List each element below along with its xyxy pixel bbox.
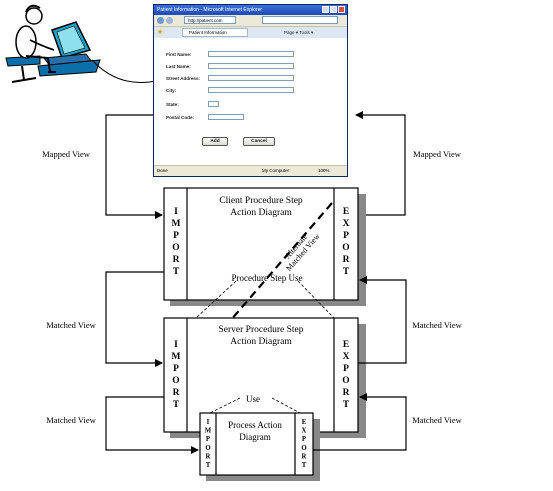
close-icon[interactable] bbox=[338, 6, 345, 13]
form-row-street-address: Street Address: bbox=[166, 74, 294, 82]
url-input[interactable]: http://patient.com bbox=[184, 16, 236, 24]
matched-view-2-left-label: Matched View bbox=[46, 415, 96, 425]
process-action-diagram-box bbox=[199, 412, 320, 481]
mapped-view-left-connector bbox=[105, 114, 163, 219]
address-bar: http://patient.com bbox=[154, 15, 347, 27]
mapped-view-left-label: Mapped View bbox=[42, 149, 91, 159]
mapped-view-right-label: Mapped View bbox=[413, 149, 462, 159]
status-text: Done bbox=[157, 168, 168, 173]
back-icon[interactable] bbox=[157, 17, 164, 24]
use-label: Use bbox=[246, 394, 260, 404]
last-name-field[interactable] bbox=[208, 63, 294, 69]
mapped-view-right-connector bbox=[355, 111, 406, 216]
street-address-label: Street Address: bbox=[166, 75, 201, 81]
process-title-line-2: Diagram bbox=[239, 432, 271, 442]
procedure-step-use-line-right bbox=[297, 280, 335, 319]
form-row-state: State: bbox=[166, 100, 219, 108]
security-zone: My Computer bbox=[262, 168, 290, 173]
matched-view-1-right-connector bbox=[358, 276, 407, 364]
state-label: State: bbox=[166, 101, 179, 107]
browser-title: Patient Information - Microsoft Internet… bbox=[157, 7, 263, 13]
use-line-left bbox=[209, 397, 241, 414]
form-row-city: City: bbox=[166, 86, 294, 94]
form-row-last-name: Last Name: bbox=[166, 62, 294, 70]
forward-icon[interactable] bbox=[166, 17, 173, 24]
patient-form: First Name: Last Name: Street Address: C… bbox=[154, 38, 347, 166]
city-field[interactable] bbox=[208, 87, 294, 93]
tab-bar: ★ Patient Information Page ▾ Tools ▾ bbox=[154, 27, 347, 39]
matched-view-2-right-connector bbox=[313, 393, 407, 451]
search-input[interactable] bbox=[262, 16, 338, 24]
server-title-line-2: Action Diagram bbox=[230, 337, 292, 347]
matched-view-2-right-label: Matched View bbox=[412, 415, 462, 425]
add-button[interactable]: Add bbox=[202, 137, 228, 146]
favorites-star-icon[interactable]: ★ bbox=[157, 29, 164, 36]
first-name-field[interactable] bbox=[208, 51, 294, 57]
postal-code-label: Postal Code: bbox=[166, 114, 195, 120]
matched-view-1-left-label: Matched View bbox=[46, 320, 96, 330]
form-row-first-name: First Name: bbox=[166, 50, 294, 58]
browser-title-bar: Patient Information - Microsoft Internet… bbox=[154, 5, 347, 15]
cancel-button[interactable]: Cancel bbox=[243, 137, 275, 146]
client-title-line-1: Client Procedure Step bbox=[219, 196, 303, 206]
form-row-postal-code: Postal Code: bbox=[166, 113, 244, 121]
minimize-icon[interactable] bbox=[322, 6, 329, 13]
postal-code-field[interactable] bbox=[208, 114, 244, 120]
client-title-line-2: Action Diagram bbox=[230, 208, 292, 218]
status-bar: Done My Computer 100% bbox=[154, 165, 347, 176]
client-procedure-step-box bbox=[163, 187, 366, 306]
use-line-right bbox=[271, 397, 301, 414]
street-address-field[interactable] bbox=[208, 75, 294, 81]
matched-view-1-right-label: Matched View bbox=[412, 320, 462, 330]
last-name-label: Last Name: bbox=[166, 63, 191, 69]
matched-view-2-left-connector bbox=[105, 396, 199, 454]
person-at-computer-icon bbox=[5, 4, 161, 83]
process-title-line-1: Process Action bbox=[228, 420, 282, 430]
procedure-step-use-line-left bbox=[195, 280, 237, 319]
zoom-level[interactable]: 100% bbox=[318, 168, 330, 173]
maximize-icon[interactable] bbox=[330, 6, 337, 13]
matched-view-1-left-connector bbox=[105, 271, 164, 367]
first-name-label: First Name: bbox=[166, 51, 192, 57]
city-label: City: bbox=[166, 87, 177, 93]
tab-patient-information[interactable]: Patient Information bbox=[182, 28, 248, 37]
page-tools-menu[interactable]: Page ▾ Tools ▾ bbox=[284, 30, 314, 35]
server-title-line-1: Server Procedure Step bbox=[219, 325, 304, 335]
browser-window: Patient Information - Microsoft Internet… bbox=[153, 4, 348, 177]
state-field[interactable] bbox=[208, 101, 219, 107]
server-procedure-step-box bbox=[163, 317, 366, 438]
procedure-step-use-label: Procedure Step Use bbox=[232, 273, 303, 283]
